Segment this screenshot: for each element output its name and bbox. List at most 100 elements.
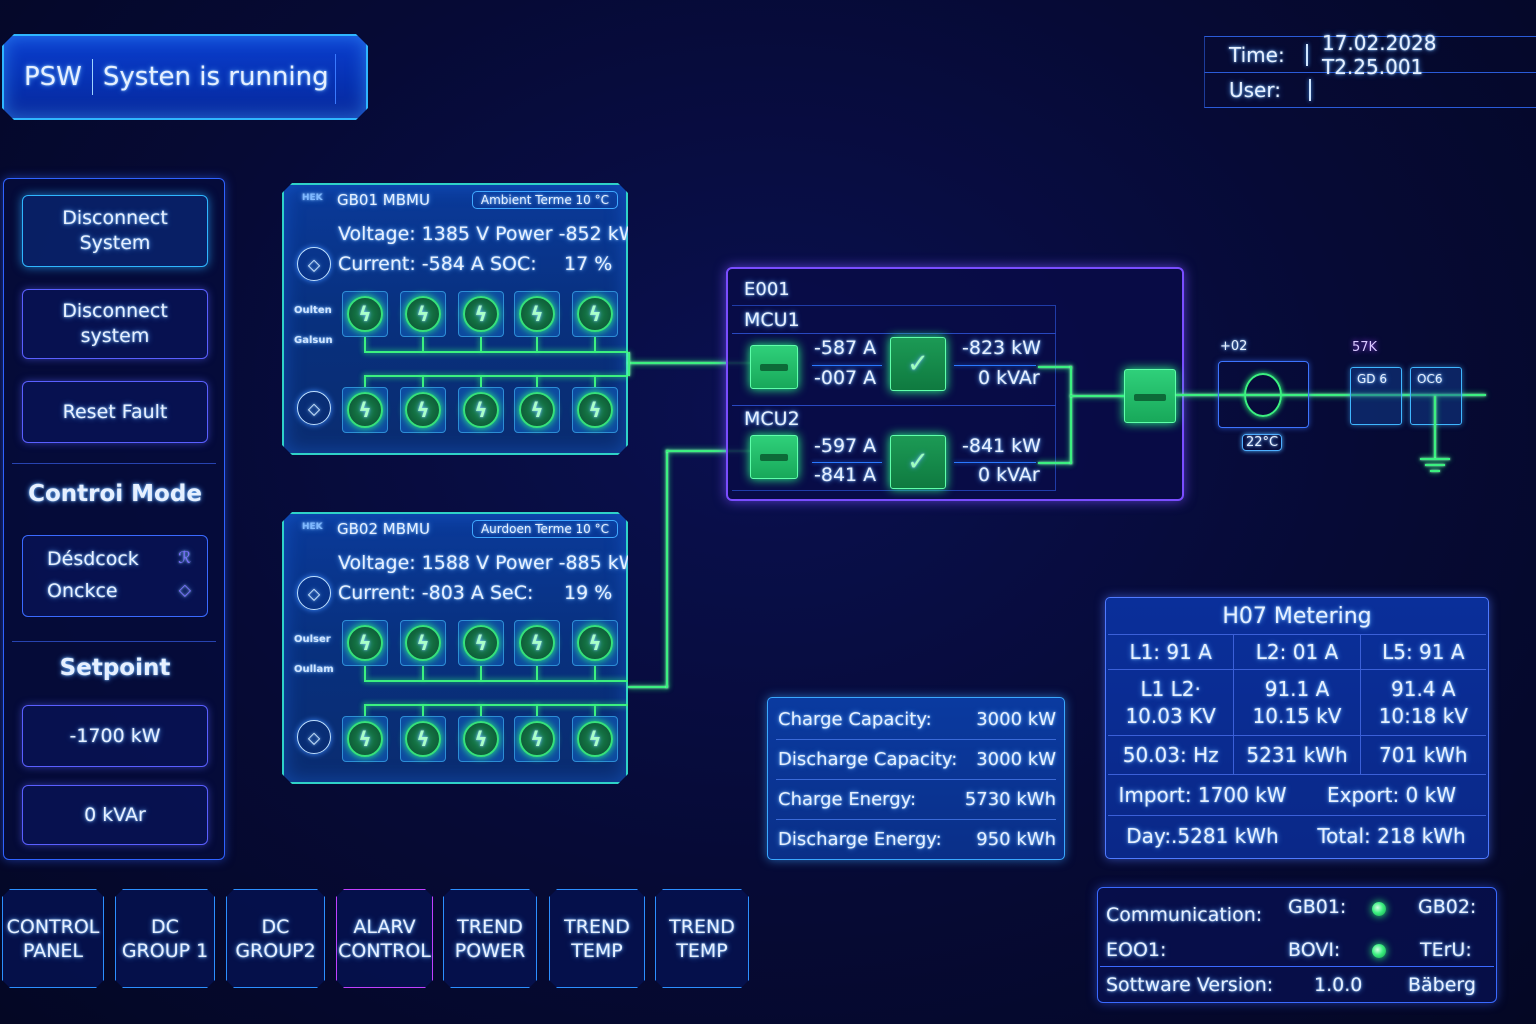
capacity-value: 950 kWh (976, 829, 1056, 850)
current-soc-line: Current:-803 A SeC:19 % (338, 582, 533, 604)
active-power-setpoint-input[interactable]: -1700 kW (22, 705, 208, 767)
banner-tail (335, 54, 336, 104)
button-label: system (80, 325, 150, 347)
nav-label: GROUP 1 (121, 939, 209, 962)
battery-rack-2[interactable]: ϟ (400, 291, 446, 337)
metering-value: 91.4 A (1391, 676, 1456, 701)
battery-rack-4[interactable]: ϟ (514, 620, 560, 666)
mcu2-dc-breaker[interactable] (750, 435, 798, 479)
reactive-power-setpoint-input[interactable]: 0 kVAr (22, 785, 208, 845)
button-label: System (79, 232, 151, 254)
control-side-panel: Disconnect System Disconnect system Rese… (3, 178, 225, 860)
grid-switch-b[interactable]: OC6 (1410, 367, 1462, 425)
e001-pcs-panel[interactable]: E001 MCU1 MCU2 -587 A -007 A ✓ -823 kW 0… (726, 267, 1184, 501)
rack-drop (422, 337, 424, 351)
rack-status-icon: ◇ (297, 720, 331, 754)
mcu2-current-a: -597 A (814, 435, 877, 457)
battery-rack-8[interactable]: ϟ (458, 716, 504, 762)
transformer[interactable] (1218, 361, 1309, 428)
reset-fault-button[interactable]: Reset Fault (22, 381, 208, 443)
battery-rack-6[interactable]: ϟ (342, 716, 388, 762)
user-label: User: (1229, 78, 1281, 102)
side-label: Oullam (294, 664, 334, 675)
rack-drop (480, 704, 482, 716)
grid-switch-a-label: GD 6 (1357, 372, 1387, 386)
comm-e001-label: EOO1: (1106, 939, 1167, 961)
active-power-setpoint-value: -1700 kW (69, 724, 161, 747)
battery-rack-2[interactable]: ϟ (400, 620, 446, 666)
group-header-icon: HEK (302, 522, 323, 532)
battery-rack-10[interactable]: ϟ (572, 387, 618, 433)
battery-rack-1[interactable]: ϟ (342, 291, 388, 337)
battery-rack-10[interactable]: ϟ (572, 716, 618, 762)
mcu1-dc-breaker[interactable] (750, 345, 798, 389)
control-mode-selector[interactable]: Désdcock ℛ Onckce ◇ (22, 535, 208, 617)
metering-value: L1 L2· (1140, 676, 1201, 701)
battery-ok-icon: ϟ (405, 296, 441, 332)
mcu-frame (732, 305, 1056, 491)
rack-status-icon: ◇ (297, 391, 331, 425)
rack-drop (536, 704, 538, 716)
mode-option-2[interactable]: Onckce (47, 580, 118, 602)
capacity-value: 3000 kW (976, 708, 1056, 730)
metering-import-export-row: Import: 1700 kW Export: 0 kW (1108, 774, 1486, 815)
battery-rack-5[interactable]: ϟ (572, 620, 618, 666)
battery-ok-icon: ϟ (577, 296, 613, 332)
grid-switch-b-label: OC6 (1417, 372, 1443, 386)
battery-rack-7[interactable]: ϟ (400, 387, 446, 433)
rack-drop (536, 375, 538, 387)
metering-cell: 5231 kWh (1233, 736, 1359, 774)
disconnect-system-secondary-button[interactable]: Disconnect system (22, 289, 208, 359)
mcu2-current-b: -841 A (814, 464, 877, 486)
group-header-icon: HEK (302, 193, 323, 203)
system-status-text: Systen is running (102, 62, 329, 92)
metering-cell: L1 L2·10.03 KV (1108, 670, 1233, 735)
rack-drop (364, 375, 366, 387)
ac-grid-line (1176, 394, 1486, 396)
disconnect-system-button[interactable]: Disconnect System (22, 195, 208, 267)
user-row[interactable]: User: (1204, 72, 1536, 108)
battery-ok-icon: ϟ (347, 392, 383, 428)
nav-label: PANEL (22, 939, 84, 962)
battery-rack-5[interactable]: ϟ (572, 291, 618, 337)
ac-main-breaker[interactable] (1124, 369, 1176, 423)
rack-drop (594, 666, 596, 680)
ac-bus-vertical (1070, 366, 1072, 464)
user-input-cursor[interactable] (1309, 79, 1311, 101)
mcu1-contactor-closed-icon[interactable]: ✓ (890, 337, 946, 391)
battery-rack-1[interactable]: ϟ (342, 620, 388, 666)
battery-rack-9[interactable]: ϟ (514, 716, 560, 762)
mode-option-1[interactable]: Désdcock (47, 548, 139, 570)
reactive-power-setpoint-value: 0 kVAr (84, 803, 146, 826)
battery-rack-3[interactable]: ϟ (458, 620, 504, 666)
capacity-row: Charge Energy: 5730 kWh (776, 779, 1056, 819)
battery-rack-3[interactable]: ϟ (458, 291, 504, 337)
capacity-row: Charge Capacity: 3000 kW (776, 699, 1056, 739)
rack-drop (422, 375, 424, 387)
power-value: -852 kW (558, 223, 638, 245)
battery-rack-6[interactable]: ϟ (342, 387, 388, 433)
voltage-value: 1588 V (421, 552, 490, 574)
e001-title: E001 (744, 279, 790, 300)
ground-wire (1434, 396, 1436, 458)
rack-bus-lower (364, 375, 630, 377)
battery-rack-4[interactable]: ϟ (514, 291, 560, 337)
software-version-label: Sottware Version: (1106, 974, 1274, 996)
battery-rack-9[interactable]: ϟ (514, 387, 560, 433)
rack-drop (480, 375, 482, 387)
battery-rack-8[interactable]: ϟ (458, 387, 504, 433)
grid-switch-a[interactable]: GD 6 (1350, 367, 1402, 425)
battery-rack-7[interactable]: ϟ (400, 716, 446, 762)
battery-ok-icon: ϟ (519, 296, 555, 332)
mcu2-contactor-closed-icon[interactable]: ✓ (890, 435, 946, 489)
